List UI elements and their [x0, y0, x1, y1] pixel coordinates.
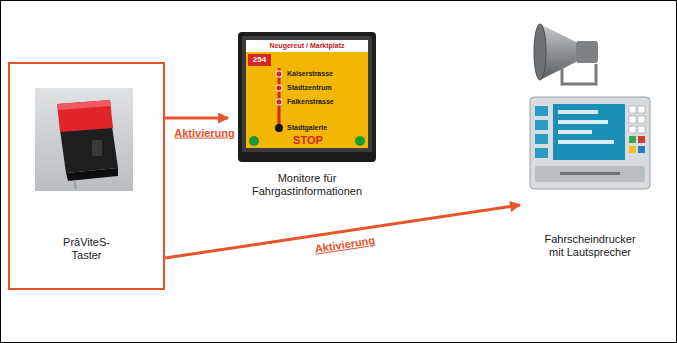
- key: [638, 126, 645, 133]
- ticket-slot: [560, 172, 620, 175]
- key: [638, 136, 645, 143]
- status-light: [355, 136, 365, 146]
- stop-name: Stadtgalerie: [287, 124, 327, 132]
- key: [638, 116, 645, 123]
- button-photo: [35, 88, 133, 191]
- key: [629, 106, 636, 113]
- button-base: [66, 168, 118, 181]
- activation-arrow: [165, 117, 228, 120]
- key: [629, 116, 636, 123]
- line-number: 254: [253, 56, 266, 65]
- key: [629, 146, 636, 153]
- monitor-header: [246, 40, 368, 52]
- key: [638, 146, 645, 153]
- key: [629, 126, 636, 133]
- monitor-screen: [246, 40, 368, 148]
- button-body: [60, 126, 118, 173]
- activation-arrow: [165, 205, 520, 258]
- soft-key: [535, 120, 548, 130]
- button-pin: [74, 180, 76, 189]
- speaker-bracket: [562, 64, 596, 84]
- line-number-box: [248, 54, 271, 66]
- node-caption: Fahrscheindrucker mit Lautsprecher: [536, 233, 644, 259]
- soft-key: [535, 148, 548, 158]
- edge-label: Aktivierung: [312, 233, 378, 255]
- stop-dot: [276, 99, 282, 105]
- button-box: PrâViteS-Taster: [8, 62, 165, 290]
- status-light: [249, 136, 259, 146]
- screen-line: [558, 130, 592, 134]
- edge-label: Aktivierung: [172, 127, 237, 140]
- destination-text: Neugereut / Marktplatz: [269, 42, 344, 50]
- node-caption: PrâViteS-Taster: [55, 236, 119, 262]
- monitor-group: Monitore für Fahrgastinformationen: [228, 30, 386, 202]
- button-highlight: [57, 100, 111, 110]
- key: [629, 136, 636, 143]
- button-cap: [57, 100, 113, 132]
- current-stop-dot: [275, 124, 283, 132]
- printer-screen: [553, 104, 625, 160]
- soft-key: [535, 134, 548, 144]
- stop-sign-text: STOP: [293, 134, 323, 146]
- speaker-mouth: [534, 24, 546, 80]
- node-caption: Monitore für Fahrgastinformationen: [243, 172, 371, 198]
- screen-line: [558, 110, 598, 114]
- keypad: [629, 106, 645, 153]
- speaker-driver: [576, 41, 598, 63]
- soft-key: [535, 106, 548, 116]
- button-clip: [92, 140, 102, 156]
- stop-name: Stadtzentrum: [287, 84, 332, 92]
- screen-line: [558, 140, 614, 144]
- key: [638, 106, 645, 113]
- printer-slot: [535, 166, 645, 182]
- printer-housing: [530, 97, 650, 189]
- screen-line: [558, 120, 608, 124]
- stop-name: Falkenstrasse: [287, 98, 334, 106]
- stop-dot: [276, 71, 282, 77]
- monitor-bezel: [242, 36, 372, 152]
- stop-name: Kaiserstrasse: [287, 70, 333, 78]
- monitor-frame: [238, 32, 376, 162]
- stop-dot: [276, 85, 282, 91]
- printer-group: Fahrscheindrucker mit Lautsprecher: [520, 18, 660, 263]
